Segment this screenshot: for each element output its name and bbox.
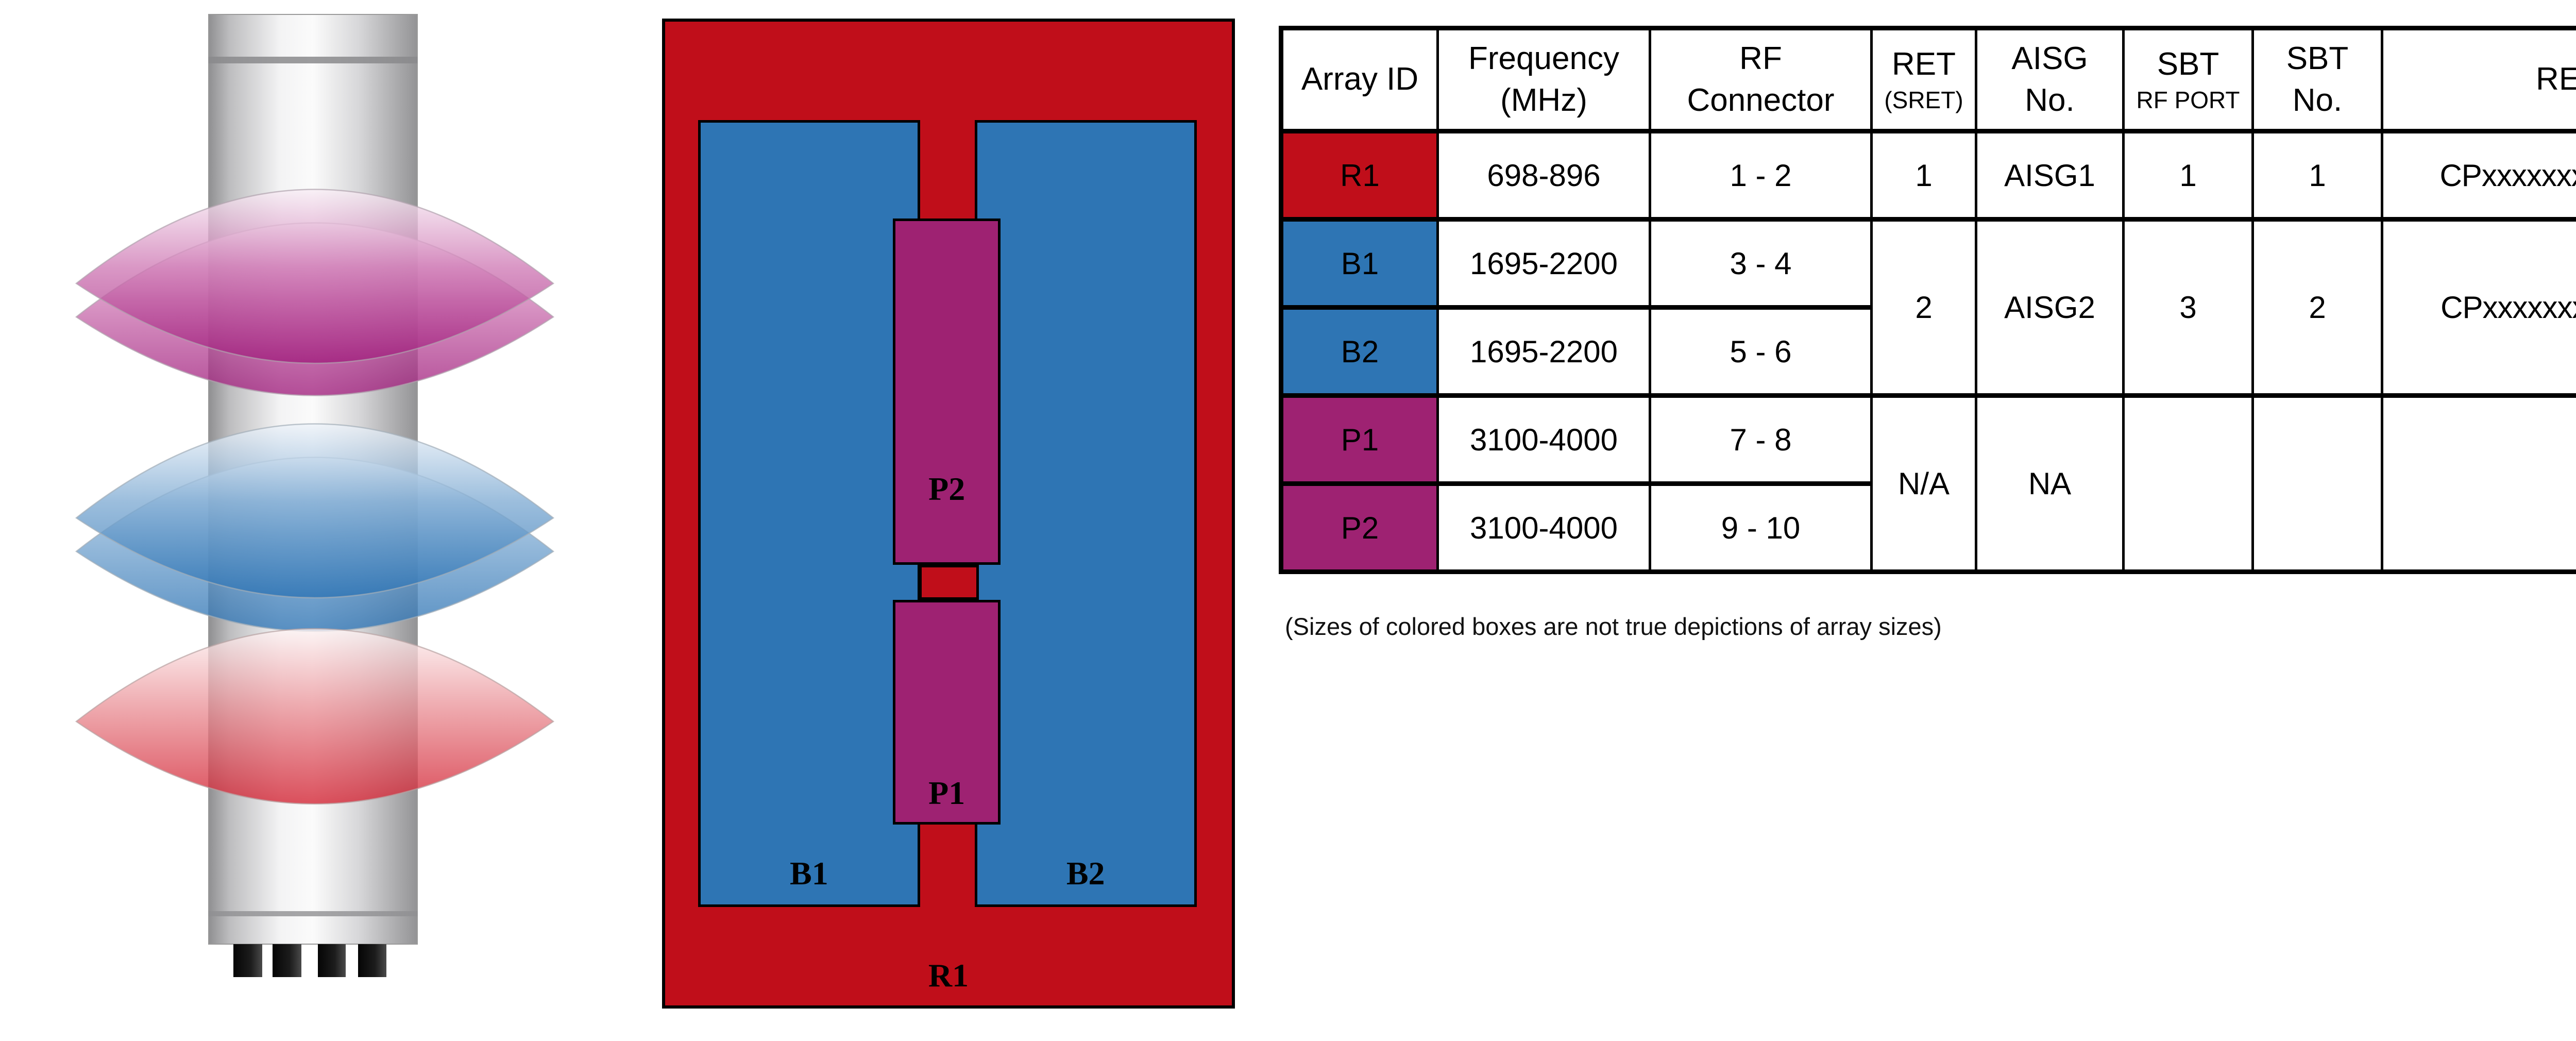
cell-b-merged-sbt-port: 3 — [2122, 217, 2254, 398]
array-label-b2: B2 — [1066, 855, 1105, 892]
table-header-row: Array ID Frequency (MHz) RF Connector RE… — [1280, 26, 2576, 133]
col-header-aisg-no: AISG No. — [1975, 26, 2125, 133]
cell-b2-frequency: 1695-2200 — [1436, 305, 1651, 398]
table-row-b2: B2 1695-2200 5 - 6 — [1280, 305, 2576, 398]
col-header-rf-connector: RF Connector — [1649, 26, 1873, 133]
cell-b-merged-ret-uid: CPxxxxxxxxxxxxxxxxB1 — [2381, 217, 2576, 398]
cell-b-merged-sbt-no: 2 — [2251, 217, 2383, 398]
antenna-render-svg — [75, 14, 555, 977]
cell-p1-id: P1 — [1280, 393, 1439, 486]
array-label-p1: P1 — [928, 774, 965, 811]
col-header-frequency: Frequency (MHz) — [1436, 26, 1651, 133]
array-region-b2: B2 — [974, 120, 1197, 908]
cell-r1-id: R1 — [1280, 129, 1439, 222]
connector-pins — [233, 944, 386, 977]
cell-r1-ret: 1 — [1870, 129, 1977, 222]
cell-p-merged-sbt-no — [2251, 393, 2383, 574]
cylinder-top-band — [209, 57, 417, 63]
cylinder-bottom-band — [209, 911, 417, 916]
col-header-sbt-rf-port: SBT RF PORT — [2122, 26, 2254, 133]
array-region-b1: B1 — [698, 120, 920, 908]
array-spec-table: Array ID Frequency (MHz) RF Connector RE… — [1279, 26, 2576, 574]
cell-p-merged-sbt-port — [2122, 393, 2254, 574]
cell-b1-id: B1 — [1280, 217, 1439, 310]
col-header-array-id: Array ID — [1280, 26, 1439, 133]
table-row-b1: B1 1695-2200 3 - 4 2 AISG2 3 2 CPxxxxxxx… — [1280, 217, 2576, 398]
cell-p-merged-aisg: NA — [1975, 393, 2125, 574]
table-row-r1: R1 698-896 1 - 2 1 AISG1 1 1 CPxxxxxxxxx… — [1280, 129, 2576, 222]
cell-b-merged-aisg: AISG2 — [1975, 217, 2125, 398]
array-region-p1: P1 — [893, 600, 1001, 825]
cell-r1-rf-connector: 1 - 2 — [1649, 129, 1873, 222]
cell-b2-rf-connector: 5 - 6 — [1649, 305, 1873, 398]
cell-r1-aisg: AISG1 — [1975, 129, 2125, 222]
array-layout-diagram: B1 B2 P2 P1 R1 — [662, 19, 1235, 1009]
table-row-p2: P2 3100-4000 9 - 10 — [1280, 481, 2576, 574]
array-region-p2: P2 — [893, 218, 1001, 565]
cell-b1-rf-connector: 3 - 4 — [1649, 217, 1873, 310]
cell-r1-frequency: 698-896 — [1436, 129, 1651, 222]
cell-p1-rf-connector: 7 - 8 — [1649, 393, 1873, 486]
col-header-ret-uid: RET UID — [2381, 26, 2576, 133]
col-header-ret-sret: RET (SRET) — [1870, 26, 1977, 133]
cell-p2-id: P2 — [1280, 481, 1439, 574]
array-gap-connector — [919, 564, 979, 600]
table-row-p1: P1 3100-4000 7 - 8 N/A NA N/A — [1280, 393, 2576, 574]
cell-p-merged-ret-uid: N/A — [2381, 393, 2576, 574]
beam-lobe-blue-upper — [75, 423, 555, 599]
cell-b1-frequency: 1695-2200 — [1436, 217, 1651, 310]
diagram-note: (Sizes of colored boxes are not true dep… — [1285, 613, 1942, 640]
cell-r1-sbt-no: 1 — [2251, 129, 2383, 222]
cell-p2-rf-connector: 9 - 10 — [1649, 481, 1873, 574]
cell-p1-frequency: 3100-4000 — [1436, 393, 1651, 486]
beam-lobe-red — [75, 628, 555, 805]
beam-lobe-magenta-upper — [75, 189, 555, 364]
cell-b2-id: B2 — [1280, 305, 1439, 398]
cell-p2-frequency: 3100-4000 — [1436, 481, 1651, 574]
cell-p-merged-ret: N/A — [1870, 393, 1977, 574]
array-label-p2: P2 — [928, 470, 965, 507]
col-header-sbt-no: SBT No. — [2251, 26, 2383, 133]
array-label-r1: R1 — [928, 957, 969, 994]
cell-r1-ret-uid: CPxxxxxxxxxxxxxxxxR1 — [2381, 129, 2576, 222]
antenna-illustration — [49, 0, 626, 1010]
array-label-b1: B1 — [790, 855, 828, 892]
cell-r1-sbt-port: 1 — [2122, 129, 2254, 222]
cell-b-merged-ret: 2 — [1870, 217, 1977, 398]
